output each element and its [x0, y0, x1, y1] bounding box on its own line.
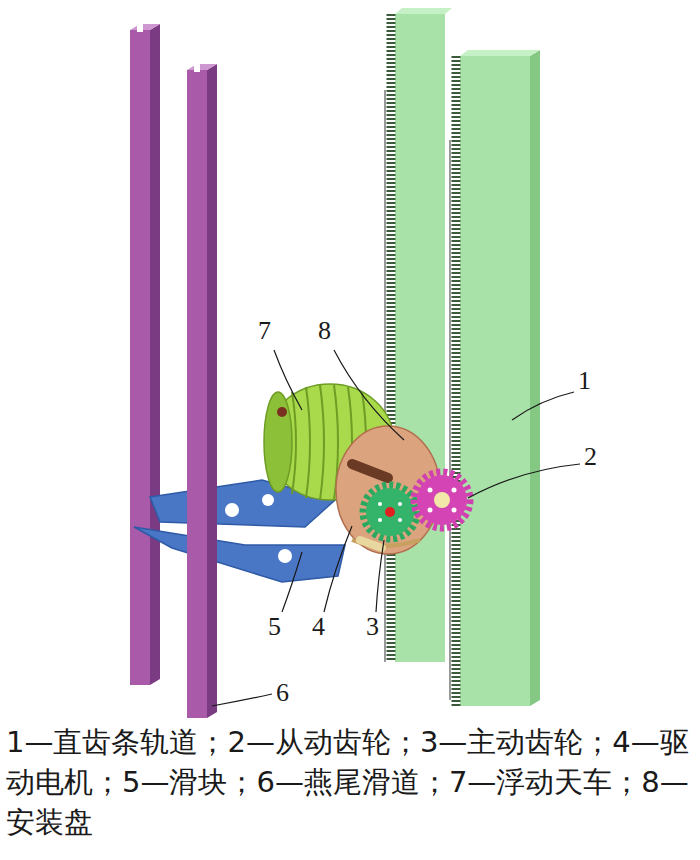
callout-number: 6: [276, 680, 289, 706]
callout-number: 8: [318, 318, 331, 344]
driving-gear: [363, 485, 417, 539]
callout-number: 1: [578, 368, 591, 394]
callout-number: 4: [312, 614, 325, 640]
callout-number: 5: [268, 614, 281, 640]
dovetail-rail: [187, 64, 217, 718]
callout-number: 7: [258, 318, 271, 344]
driven-gear: [414, 472, 470, 528]
dovetail-rail: [130, 24, 160, 685]
leader-lines: [212, 350, 580, 706]
rack-rail: [450, 50, 540, 706]
figure-caption: 1—直齿条轨道；2—从动齿轮；3—主动齿轮；4—驱动电机；5—滑块；6—燕尾滑道…: [6, 722, 696, 842]
rack-rail: [385, 8, 452, 662]
callout-number: 2: [584, 444, 597, 470]
callout-number: 3: [366, 614, 379, 640]
